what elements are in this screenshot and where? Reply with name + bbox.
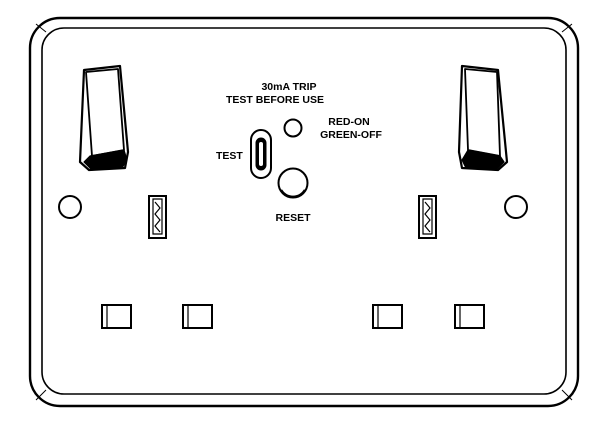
indicator-light: [283, 118, 303, 138]
right-screw-hole: [504, 195, 528, 219]
indicator-green-off-label: GREEN-OFF: [320, 129, 382, 141]
right-switch-shadow: [461, 149, 505, 171]
bevel-line-bottom-right: [561, 389, 573, 401]
indicator-red-on-label: RED-ON: [328, 116, 369, 128]
faceplate-inner-edge: [41, 27, 567, 395]
right-switch-rocker: [464, 68, 501, 157]
slot-left-neutral: [182, 304, 213, 329]
left-rocker-switch[interactable]: [78, 64, 130, 172]
right-earth-slot: [418, 195, 437, 239]
slot-right-neutral: [454, 304, 485, 329]
faceplate: [28, 16, 580, 408]
left-earth-slot: [148, 195, 167, 239]
bevel-line-top-left: [35, 23, 47, 33]
live-neutral-slots: [101, 304, 485, 329]
test-button[interactable]: [250, 129, 272, 179]
slot-left-live: [101, 304, 132, 329]
right-rocker-switch[interactable]: [457, 64, 509, 172]
reset-button-label: RESET: [275, 212, 311, 224]
bevel-line-bottom-left: [35, 389, 47, 401]
left-switch-rocker: [85, 68, 125, 157]
test-button-label: TEST: [216, 150, 243, 162]
bevel-line-top-right: [561, 23, 573, 33]
slot-right-live: [372, 304, 403, 329]
faceplate-outer-edge: [28, 16, 580, 408]
left-switch-shadow: [83, 149, 128, 171]
test-before-use-label: TEST BEFORE USE: [226, 94, 324, 106]
trip-rating-label: 30mA TRIP: [261, 81, 316, 93]
left-screw-hole: [58, 195, 82, 219]
reset-button[interactable]: [277, 167, 309, 199]
